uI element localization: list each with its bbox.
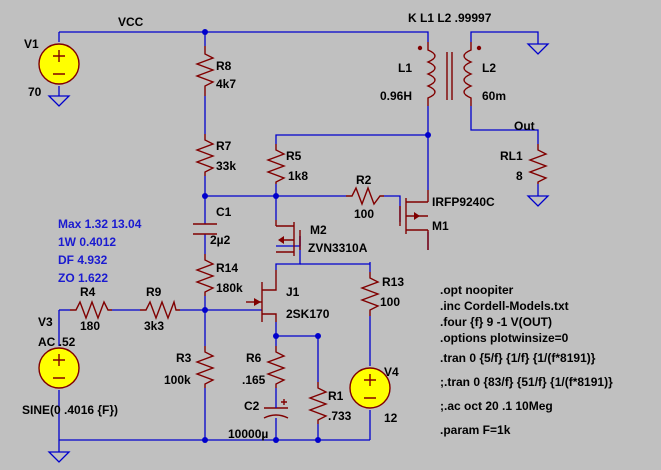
- j1-value: 2SK170: [286, 307, 330, 321]
- r13-name: R13: [382, 275, 404, 289]
- r4-name: R4: [80, 285, 96, 299]
- directive-7: ;.ac oct 20 .1 10Meg: [440, 399, 553, 413]
- net-label-out: Out: [514, 119, 535, 133]
- r2-value: 100: [354, 207, 374, 221]
- l1-value: 0.96H: [380, 89, 412, 103]
- r2-name: R2: [356, 173, 372, 187]
- v3-name: V3: [38, 315, 53, 329]
- r7-name: R7: [216, 139, 232, 153]
- directive-3: .four {f} 9 -1 V(OUT): [440, 315, 552, 329]
- v3-value: AC .52: [38, 335, 76, 349]
- v1-name: V1: [24, 37, 39, 51]
- r3-value: 100k: [164, 373, 191, 387]
- directive-5: .tran 0 {5/f} {1/f} {1/(f*8191)}: [440, 351, 596, 365]
- resistors: [70, 46, 548, 424]
- c1-value: 2µ2: [210, 233, 231, 247]
- annotation-df: DF 4.932: [58, 253, 108, 267]
- r13-value: 100: [380, 295, 400, 309]
- m2-name: M2: [310, 223, 327, 237]
- r3-name: R3: [176, 351, 192, 365]
- v3-spec: SINE(0 .4016 {F}): [22, 403, 118, 417]
- r1-name: R1: [328, 389, 344, 403]
- r4-value: 180: [80, 319, 100, 333]
- r9-value: 3k3: [144, 319, 164, 333]
- rl1-name: RL1: [500, 149, 523, 163]
- r5-name: R5: [286, 149, 302, 163]
- annotation-zo: ZO 1.622: [58, 271, 108, 285]
- source-v3: [38, 347, 80, 389]
- m1-name: M1: [432, 219, 449, 233]
- ground-symbols: [47, 43, 550, 463]
- inductors: [417, 42, 482, 106]
- coupling-directive: K L1 L2 .99997: [408, 11, 492, 25]
- c1-name: C1: [216, 205, 232, 219]
- m1-value: IRFP9240C: [432, 195, 495, 209]
- c2-value: 10000µ: [228, 427, 268, 441]
- junctions: [202, 29, 431, 443]
- transistors: [246, 190, 429, 322]
- directive-1: .opt noopiter: [440, 283, 514, 297]
- directive-4: .options plotwinsize=0: [440, 331, 569, 345]
- capacitors: [193, 223, 289, 426]
- v4-value: 12: [384, 411, 398, 425]
- j1-name: J1: [286, 285, 300, 299]
- directive-2: .inc Cordell-Models.txt: [440, 299, 569, 313]
- r6-name: R6: [246, 351, 262, 365]
- c2-name: C2: [244, 399, 260, 413]
- r6-value: .165: [242, 373, 266, 387]
- v4-name: V4: [384, 365, 399, 379]
- wires: [58, 31, 539, 452]
- l1-name: L1: [398, 61, 412, 75]
- annotation-max: Max 1.32 13.04: [58, 217, 142, 231]
- r8-value: 4k7: [216, 77, 236, 91]
- r1-value: .733: [328, 409, 352, 423]
- m2-value: ZVN3310A: [308, 241, 368, 255]
- r9-name: R9: [146, 285, 162, 299]
- source-v4: [349, 367, 391, 409]
- l2-name: L2: [482, 61, 496, 75]
- v1-value: 70: [28, 85, 42, 99]
- rl1-value: 8: [516, 169, 523, 183]
- r5-value: 1k8: [288, 169, 308, 183]
- source-v1: [38, 43, 80, 85]
- directive-8: .param F=1k: [440, 423, 511, 437]
- r7-value: 33k: [216, 159, 236, 173]
- net-label-vcc: VCC: [118, 15, 144, 29]
- directive-6: ;.tran 0 {83/f} {51/f} {1/(f*8191)}: [440, 375, 613, 389]
- r8-name: R8: [216, 59, 232, 73]
- annotation-1w: 1W 0.4012: [58, 235, 116, 249]
- l2-value: 60m: [482, 89, 506, 103]
- r14-name: R14: [216, 261, 238, 275]
- r14-value: 180k: [216, 281, 243, 295]
